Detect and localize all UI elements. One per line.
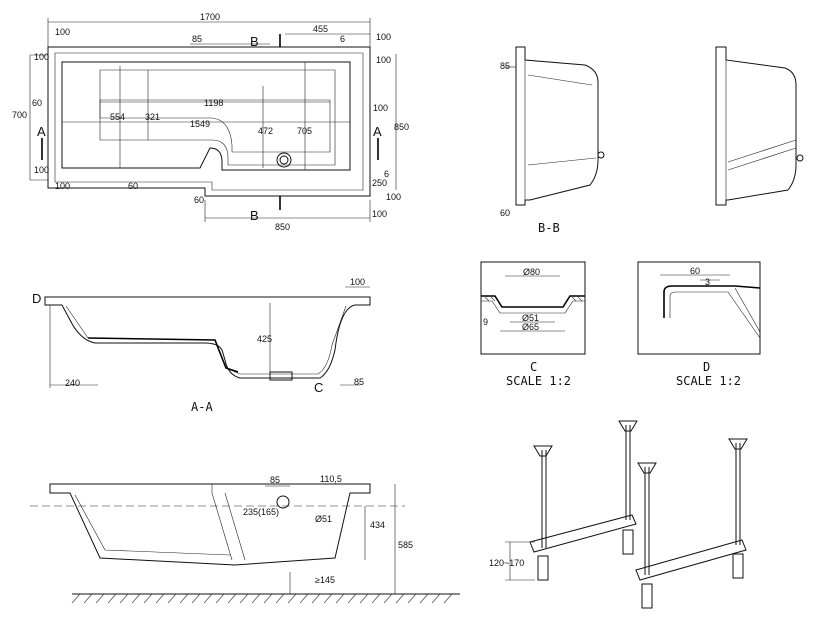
d-dim-3: 3 <box>705 277 710 287</box>
section-mark-b-top: B <box>250 34 259 49</box>
dim-6-right: 6 <box>384 169 389 179</box>
dim-6-top: 6 <box>340 34 345 44</box>
bb-dim-60: 60 <box>500 208 510 218</box>
dim-705: 705 <box>297 126 312 136</box>
dim-60-bottom: 60 <box>128 181 138 191</box>
dim-60-left-b: 60 <box>194 195 204 205</box>
dim-100-right: 100 <box>373 103 388 113</box>
legs-dim-range: 120~170 <box>489 558 524 568</box>
dim-455: 455 <box>313 24 328 34</box>
c-dim-d80: Ø80 <box>523 267 540 277</box>
c-scale: SCALE 1:2 <box>506 374 571 388</box>
dim-250: 250 <box>372 178 387 188</box>
d-label: D <box>703 360 710 374</box>
side-dim-110-5: 110,5 <box>320 474 342 484</box>
dim-700: 700 <box>12 110 27 120</box>
aa-label: A-A <box>191 400 213 414</box>
section-aa: 425 100 240 85 D C A-A <box>32 277 371 414</box>
dim-554: 554 <box>110 112 125 122</box>
aa-dim-425: 425 <box>257 334 272 344</box>
side-dim-585: 585 <box>398 540 413 550</box>
drain-circle <box>276 152 292 168</box>
side-profile-right <box>715 46 804 206</box>
bb-label: B-B <box>538 221 560 235</box>
side-dim-d51: Ø51 <box>315 514 332 524</box>
aa-dim-100: 100 <box>350 277 365 287</box>
dim-100-top-left: 100 <box>55 27 70 37</box>
dim-850-bottom: 850 <box>275 222 290 232</box>
dim-100-right-c: 100 <box>386 192 401 202</box>
c-dim-d51: Ø51 <box>522 313 539 323</box>
dim-100-bottom: 100 <box>55 181 70 191</box>
aa-dim-240: 240 <box>65 378 80 388</box>
d-dim-60: 60 <box>690 266 700 276</box>
c-dim-9: 9 <box>483 317 488 327</box>
side-dim-85: 85 <box>270 475 280 485</box>
dim-850-right: 850 <box>394 122 409 132</box>
side-dim-145: ≥145 <box>315 575 335 585</box>
dim-100-left-b: 100 <box>34 165 49 175</box>
side-dim-235: 235(165) <box>243 507 279 517</box>
bb-dim-85: 85 <box>500 61 510 71</box>
legs-view: 120~170 <box>489 420 748 609</box>
aa-mark-d: D <box>32 291 41 306</box>
dim-1198: 1198 <box>204 98 223 108</box>
d-scale: SCALE 1:2 <box>676 374 741 388</box>
section-mark-a-right: A <box>373 124 382 139</box>
dim-1549: 1549 <box>190 119 210 129</box>
side-view: 85 110,5 235(165) Ø51 434 585 ≥145 <box>30 474 460 604</box>
dim-100-left-a: 100 <box>34 52 49 62</box>
dim-85-top: 85 <box>192 34 202 44</box>
side-dim-434: 434 <box>370 520 385 530</box>
dim-100-right-d: 100 <box>372 209 387 219</box>
dim-472: 472 <box>258 126 273 136</box>
section-bb: 85 60 B-B <box>500 46 605 235</box>
c-label: C <box>530 360 537 374</box>
detail-d: 60 3 D SCALE 1:2 <box>637 261 761 388</box>
dim-60-left: 60 <box>32 98 42 108</box>
detail-c: Ø80 Ø51 Ø65 9 C SCALE 1:2 <box>480 261 586 388</box>
dim-100-top-right: 100 <box>376 32 391 42</box>
top-view: 1700 455 6 100 100 85 100 60 700 100 100… <box>12 12 409 232</box>
c-dim-d65: Ø65 <box>522 322 539 332</box>
dim-1700: 1700 <box>200 12 220 22</box>
section-mark-a-left: A <box>37 124 46 139</box>
dim-321: 321 <box>145 112 160 122</box>
dim-100-right-b: 100 <box>376 55 391 65</box>
section-mark-b-bottom: B <box>250 208 259 223</box>
aa-dim-85: 85 <box>354 377 364 387</box>
aa-mark-c: C <box>314 380 323 395</box>
